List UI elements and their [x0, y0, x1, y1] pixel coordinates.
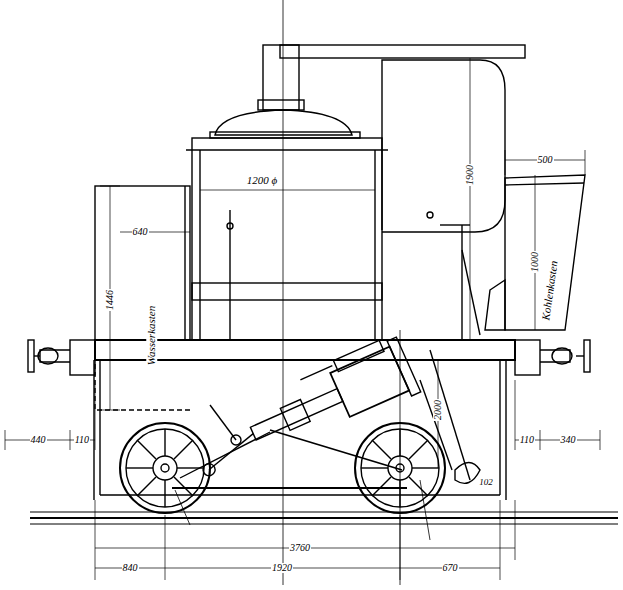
dimension-label: 440: [30, 435, 47, 445]
dimension-label: 1446: [105, 289, 115, 311]
dimension-label: 640: [132, 227, 149, 237]
dimension-label: 110: [74, 435, 90, 445]
dimension-label: 670: [442, 563, 459, 573]
dimension-label: Kohlenkasten: [540, 259, 560, 322]
dimension-label: 500: [537, 155, 554, 165]
dimension-label: 1000: [530, 251, 540, 273]
dimension-label: 340: [560, 435, 577, 445]
dimension-label: 840: [122, 563, 139, 573]
dimension-label: Wasserkasten: [146, 304, 157, 365]
dimension-label: 102: [478, 478, 494, 487]
dimension-label: 110: [519, 435, 535, 445]
dimension-label: 3760: [289, 543, 311, 553]
dimension-label: 2000: [433, 399, 443, 421]
dimension-label: 1200 ϕ: [246, 175, 278, 186]
dimension-label: 1900: [465, 164, 475, 186]
dimension-label: 1920: [271, 563, 293, 573]
